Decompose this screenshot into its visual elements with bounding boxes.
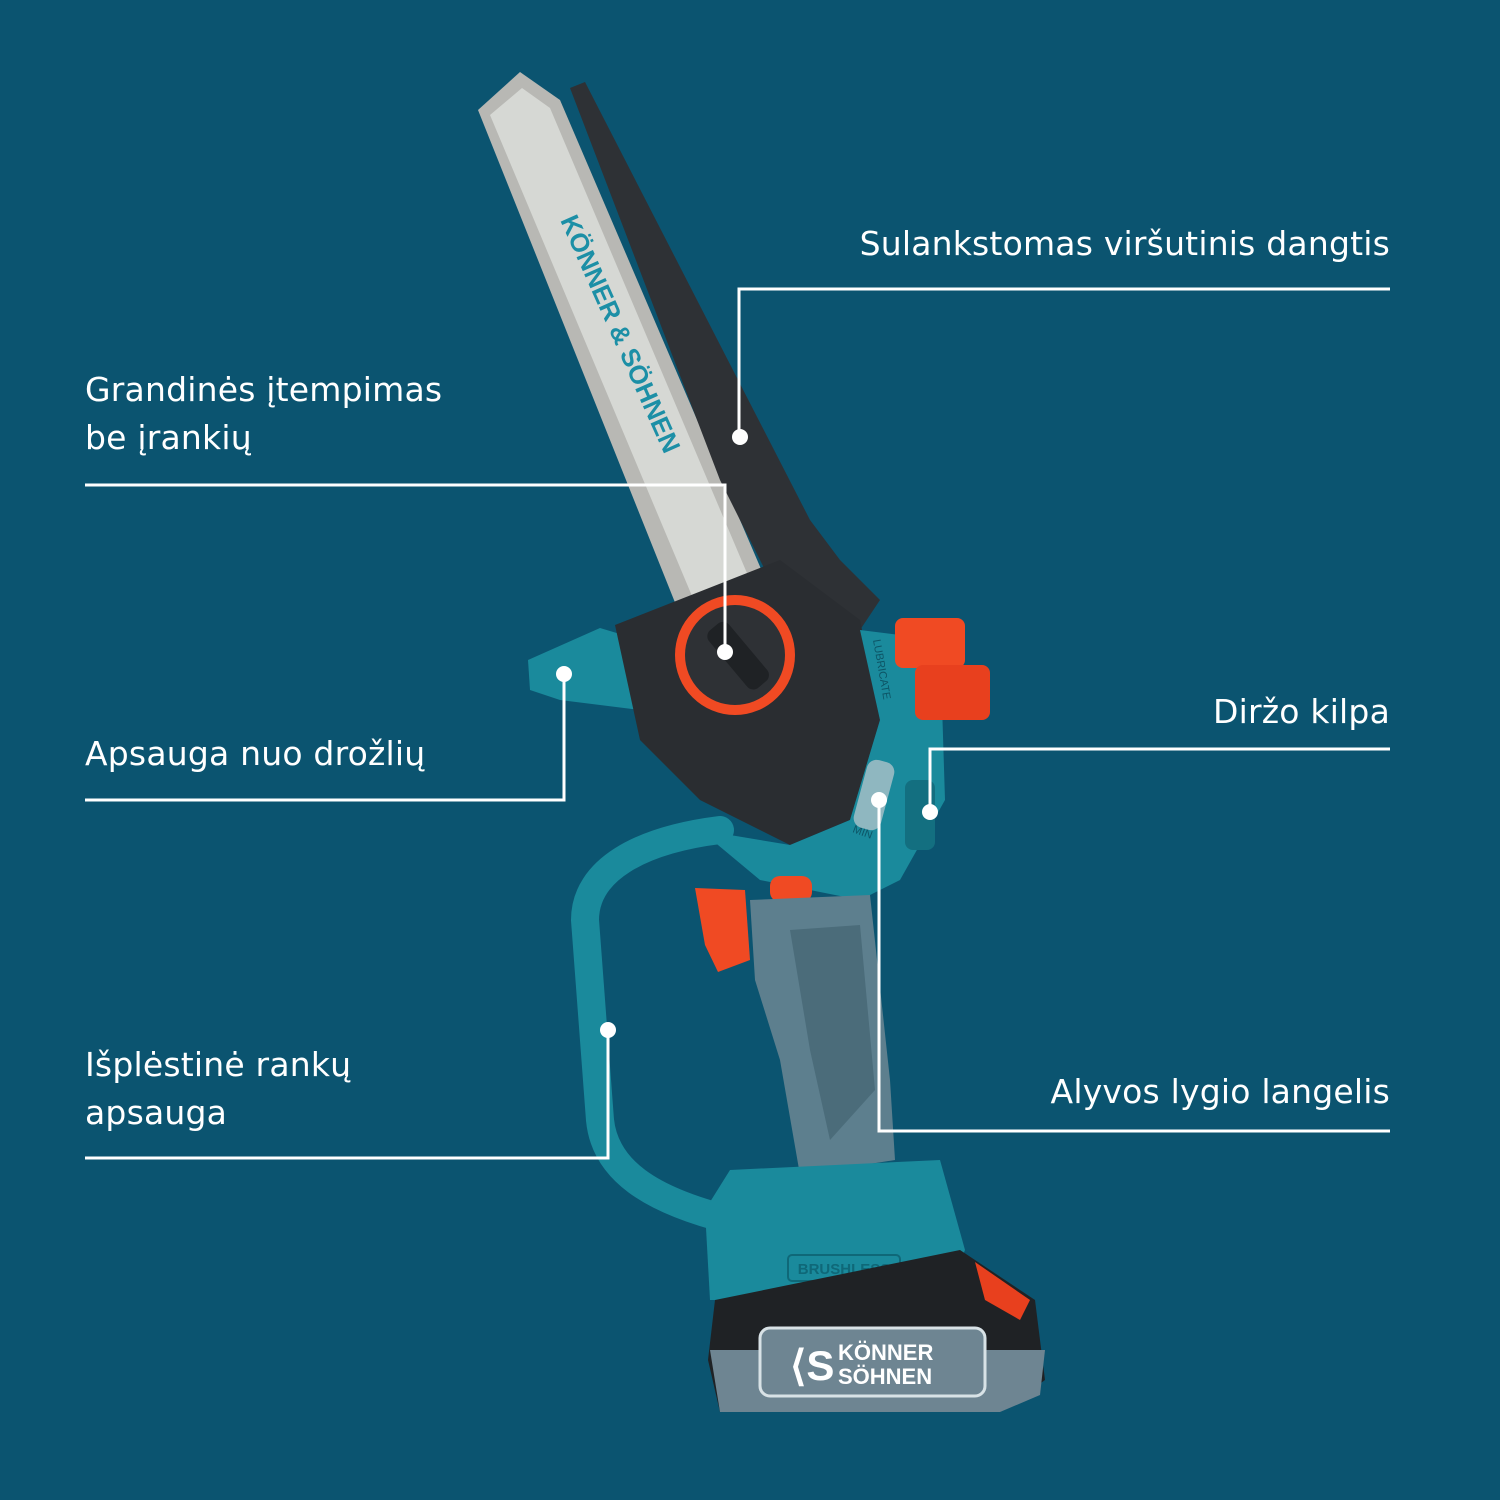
- callout-lines: [85, 287, 1390, 1160]
- svg-text:⟨S: ⟨S: [790, 1342, 834, 1389]
- callout-line-chain-tension: [85, 483, 727, 652]
- callout-text-line2: be įrankių: [85, 418, 252, 457]
- callout-line-belt-loop: [928, 747, 1390, 812]
- chip-guard: [528, 628, 640, 710]
- battery: ⟨S KÖNNER SÖHNEN: [708, 1250, 1045, 1412]
- lock-button: [770, 876, 812, 902]
- trigger: [695, 888, 750, 972]
- callout-dot: [600, 1022, 616, 1038]
- tension-knob: [675, 595, 795, 715]
- belt-loop: [905, 780, 935, 850]
- callout-dot: [717, 644, 733, 660]
- callout-line-top-cover: [737, 287, 1390, 437]
- callout-text-line1: Išplėstinė rankų: [85, 1045, 352, 1084]
- callout-text: Alyvos lygio langelis: [1050, 1072, 1390, 1111]
- callout-text: Apsauga nuo drožlių: [85, 734, 426, 773]
- callout-dot: [922, 804, 938, 820]
- callout-line-oil-window: [877, 800, 1390, 1133]
- battery-brand-line2: SÖHNEN: [838, 1364, 932, 1389]
- motor-housing: [700, 630, 945, 900]
- callout-chain-tension: Grandinės įtempimas be įrankių: [85, 366, 442, 462]
- callout-dot: [556, 666, 572, 682]
- callout-line-chip-guard: [85, 674, 566, 802]
- callout-oil-window: Alyvos lygio langelis: [1051, 1068, 1390, 1116]
- battery-brand-line1: KÖNNER: [838, 1340, 933, 1365]
- callout-belt-loop: Diržo kilpa: [1213, 688, 1390, 736]
- callout-top-cover: Sulankstomas viršutinis dangtis: [860, 220, 1390, 268]
- top-cover: [570, 82, 880, 630]
- oil-cap: [895, 618, 990, 720]
- callout-text-line2: apsauga: [85, 1093, 228, 1132]
- callout-text: Diržo kilpa: [1213, 692, 1390, 731]
- hand-guard: [570, 816, 744, 1234]
- callout-chip-guard: Apsauga nuo drožlių: [85, 730, 425, 778]
- callout-text: Sulankstomas viršutinis dangtis: [859, 224, 1390, 263]
- callout-dot: [732, 429, 748, 445]
- callout-hand-guard: Išplėstinė rankų apsauga: [85, 1041, 351, 1137]
- callout-dots: [556, 429, 938, 1038]
- callout-text-line1: Grandinės įtempimas: [85, 370, 443, 409]
- callout-dot: [871, 792, 887, 808]
- callout-line-hand-guard: [85, 1030, 610, 1160]
